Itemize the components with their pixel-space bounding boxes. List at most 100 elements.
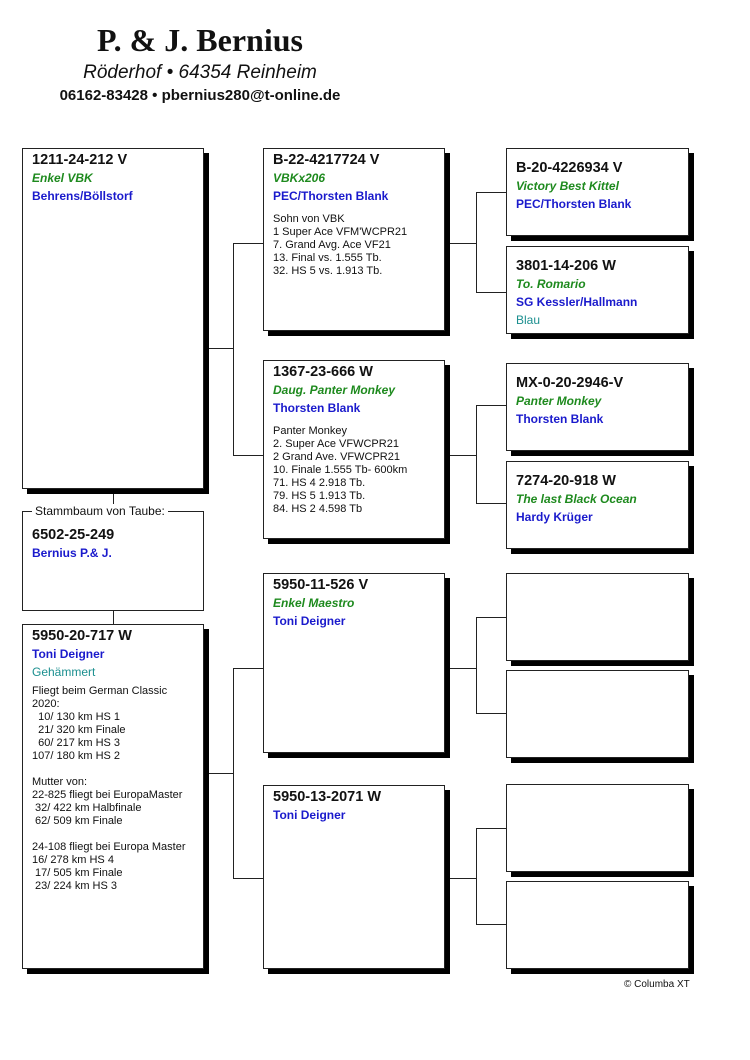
owner-name: Thorsten Blank [273, 401, 361, 415]
subject-label: Stammbaum von Taube: [32, 504, 168, 518]
note-line: Fliegt beim German Classic [32, 685, 168, 697]
note-line: 107/ 180 km HS 2 [32, 750, 121, 762]
great-grandparent-box [506, 881, 689, 969]
connector-line [233, 243, 234, 456]
note-line: 2020: [32, 698, 60, 710]
pigeon-name: VBKx206 [273, 171, 326, 185]
pigeon-color: Blau [516, 313, 541, 327]
connector-line [444, 243, 477, 244]
connector-line [476, 405, 506, 406]
ring-number: 1211-24-212 V [32, 152, 128, 168]
note-line: 17/ 505 km Finale [32, 867, 123, 879]
great-grandparent-box [506, 573, 689, 661]
connector-line [113, 610, 114, 624]
connector-line [203, 773, 234, 774]
note-line: 60/ 217 km HS 3 [32, 737, 121, 749]
note-line: 22-825 fliegt bei EuropaMaster [32, 789, 183, 801]
ring-number: 7274-20-918 W [516, 473, 616, 489]
great-grandparent-box [506, 784, 689, 872]
grandparent-box: 5950-13-2071 W Toni Deigner [263, 785, 445, 969]
note-line: 1 Super Ace VFM'WCPR21 [273, 226, 408, 238]
note-line: 32/ 422 km Halbfinale [32, 802, 142, 814]
connector-line [476, 828, 477, 925]
pigeon-name: Enkel VBK [32, 171, 93, 185]
note-line: 62/ 509 km Finale [32, 815, 123, 827]
note-line: 23/ 224 km HS 3 [32, 880, 117, 892]
connector-line [476, 503, 506, 504]
connector-line [233, 878, 263, 879]
sire-box: 1211-24-212 V Enkel VBK Behrens/Böllstorf [22, 148, 204, 489]
connector-line [476, 617, 506, 618]
connector-line [476, 828, 506, 829]
breeder-name: P. & J. Bernius [97, 22, 303, 58]
pigeon-name: Victory Best Kittel [516, 179, 619, 193]
connector-line [476, 405, 477, 504]
connector-line [233, 243, 263, 244]
ring-number: 3801-14-206 W [516, 258, 616, 274]
owner-name: Thorsten Blank [516, 412, 604, 426]
note-line: 71. HS 4 2.918 Tb. [273, 477, 366, 489]
copyright: © Columba XT [624, 979, 690, 990]
owner-name: Behrens/Böllstorf [32, 189, 133, 203]
breeder-address: Röderhof • 64354 Reinheim [83, 62, 317, 83]
connector-line [233, 668, 234, 879]
connector-line [476, 617, 477, 714]
note-line: 7. Grand Avg. Ace VF21 [273, 239, 391, 251]
owner-name: Toni Deigner [273, 808, 346, 822]
connector-line [113, 488, 114, 511]
note-line: 79. HS 5 1.913 Tb. [273, 490, 366, 502]
note-line: 10/ 130 km HS 1 [32, 711, 121, 723]
pigeon-name: Daug. Panter Monkey [273, 383, 396, 397]
note-line: 84. HS 2 4.598 Tb [273, 503, 363, 515]
pigeon-name: Enkel Maestro [273, 596, 355, 610]
ring-number: B-22-4217724 V [273, 152, 380, 168]
great-grandparent-box [506, 670, 689, 758]
connector-line [203, 348, 234, 349]
owner-name: Hardy Krüger [516, 510, 593, 524]
note-line: 16/ 278 km HS 4 [32, 854, 114, 866]
breeder-contact: 06162-83428 • pbernius280@t-online.de [59, 87, 341, 104]
owner-name: PEC/Thorsten Blank [516, 197, 632, 211]
note-line: 32. HS 5 vs. 1.913 Tb. [273, 265, 383, 277]
connector-line [476, 192, 477, 293]
note-line: Mutter von: [32, 776, 88, 788]
ring-number: B-20-4226934 V [516, 160, 623, 176]
connector-line [444, 878, 477, 879]
ring-number: 6502-25-249 [32, 527, 115, 543]
owner-name: Bernius P.& J. [32, 546, 112, 560]
note-line: 10. Finale 1.555 Tb- 600km [273, 464, 408, 476]
note-line [32, 763, 194, 776]
connector-line [476, 924, 506, 925]
connector-line [233, 668, 263, 669]
pigeon-name: Panter Monkey [516, 394, 602, 408]
note-line: Panter Monkey [273, 425, 347, 437]
connector-line [476, 292, 506, 293]
pigeon-color: Gehämmert [32, 665, 96, 679]
ring-number: 5950-11-526 V [273, 577, 369, 593]
connector-line [444, 455, 477, 456]
note-line: 2. Super Ace VFWCPR21 [273, 438, 399, 450]
note-line: 13. Final vs. 1.555 Tb. [273, 252, 382, 264]
connector-line [233, 455, 263, 456]
ring-number: MX-0-20-2946-V [516, 375, 624, 391]
note-line [32, 828, 194, 841]
pigeon-name: To. Romario [516, 277, 586, 291]
connector-line [444, 668, 477, 669]
note-line: 24-108 fliegt bei Europa Master [32, 841, 186, 853]
ring-number: 5950-13-2071 W [273, 789, 382, 805]
note-line: Sohn von VBK [273, 213, 345, 225]
ring-number: 5950-20-717 W [32, 628, 132, 644]
owner-name: SG Kessler/Hallmann [516, 295, 638, 309]
great-grandparent-box: 3801-14-206 W To. Romario SG Kessler/Hallm… [506, 246, 689, 334]
pigeon-name: The last Black Ocean [516, 492, 637, 506]
